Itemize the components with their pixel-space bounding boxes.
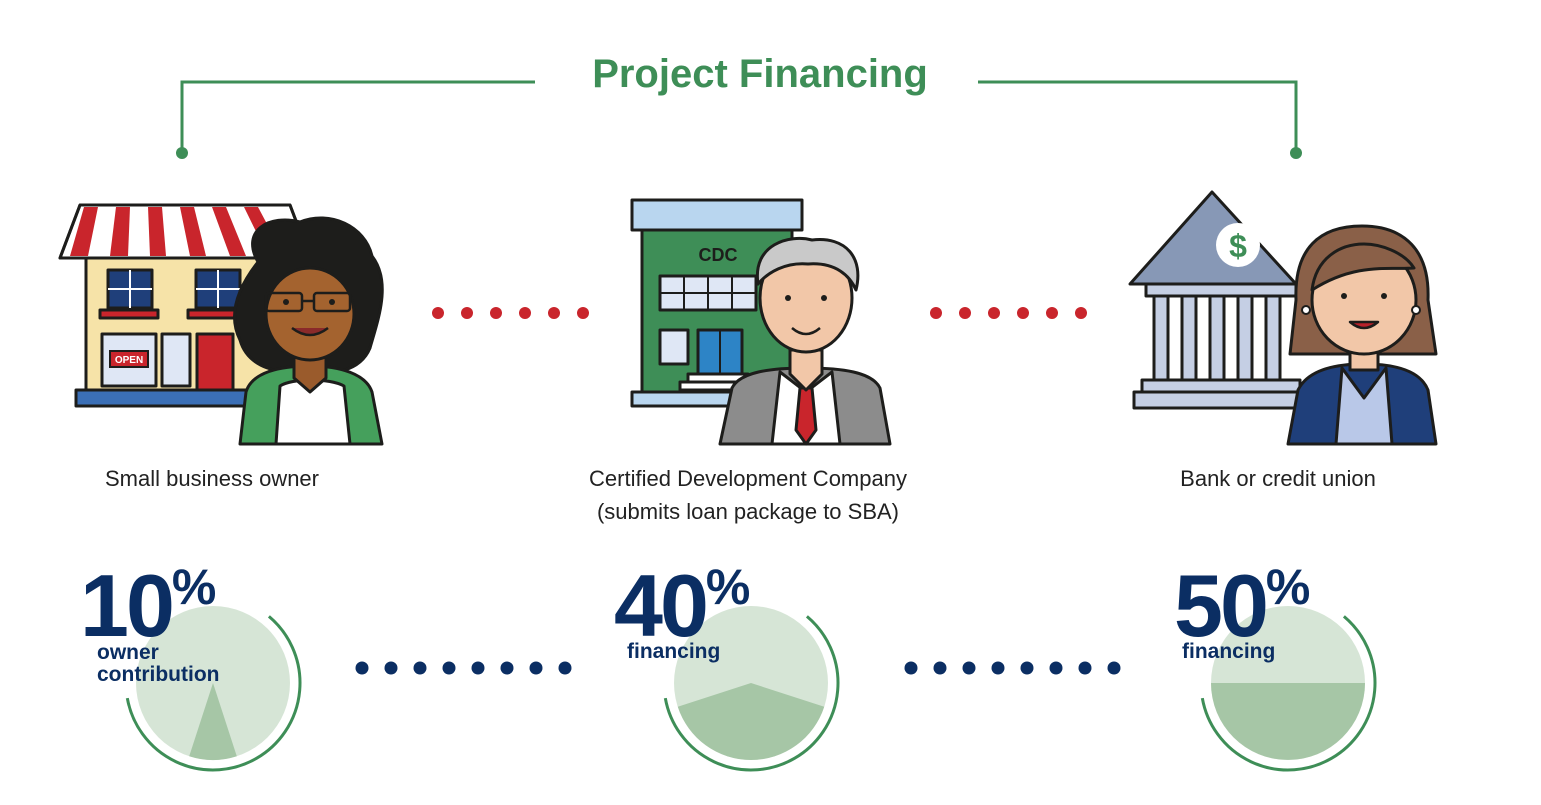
pie-slice-2 — [677, 683, 825, 760]
pie-slice-1 — [189, 683, 237, 760]
caption-owner-line-1: Small business owner — [105, 466, 319, 491]
share-bank-label: financing — [1182, 641, 1275, 663]
bank-icon — [1128, 190, 1310, 410]
cdc-building-icon — [630, 198, 804, 408]
share-cdc-number: 40 — [614, 556, 709, 655]
caption-cdc: Certified Development Company (submits l… — [548, 462, 948, 528]
dollar-sign-icon: $ — [1229, 228, 1247, 264]
diagram-title: Project Financing — [592, 52, 928, 96]
share-owner-label: owner contribution — [97, 642, 219, 686]
share-owner-label-line-2: contribution — [97, 663, 220, 686]
cdc-sign-text: CDC — [699, 245, 738, 265]
caption-bank-line-1: Bank or credit union — [1180, 466, 1376, 491]
woman-owner-icon — [232, 216, 384, 446]
caption-bank: Bank or credit union — [1118, 462, 1438, 495]
caption-cdc-line-2: (submits loan package to SBA) — [596, 499, 900, 524]
red-dots-right — [930, 307, 1087, 319]
open-sign-text: OPEN — [115, 355, 143, 366]
share-cdc-unit: % — [705, 559, 751, 615]
bracket-left-dot — [176, 147, 188, 159]
share-owner-number: 10 — [80, 556, 175, 655]
red-dots-left — [432, 307, 589, 319]
open-sign-bg — [109, 350, 149, 368]
storefront-icon — [58, 203, 312, 408]
pie-slice-3 — [1211, 683, 1365, 760]
share-owner-label-line-1: owner — [97, 641, 159, 664]
share-cdc-label-line-1: financing — [627, 640, 721, 663]
navy-dots-left — [355, 661, 572, 675]
share-bank-unit: % — [1265, 559, 1311, 615]
share-owner-unit: % — [171, 559, 217, 615]
bracket-right-dot — [1290, 147, 1302, 159]
man-cdc-icon — [718, 236, 892, 446]
caption-owner: Small business owner — [52, 462, 372, 495]
caption-cdc-line-1: Certified Development Company — [589, 466, 907, 491]
share-owner: 10% — [80, 562, 216, 650]
share-bank: 50% — [1174, 562, 1310, 650]
navy-dots-right — [904, 661, 1121, 675]
share-cdc: 40% — [614, 562, 750, 650]
share-bank-label-line-1: financing — [1182, 640, 1276, 663]
woman-banker-icon — [1286, 224, 1438, 446]
share-cdc-label: financing — [627, 641, 720, 663]
share-bank-number: 50 — [1174, 556, 1269, 655]
